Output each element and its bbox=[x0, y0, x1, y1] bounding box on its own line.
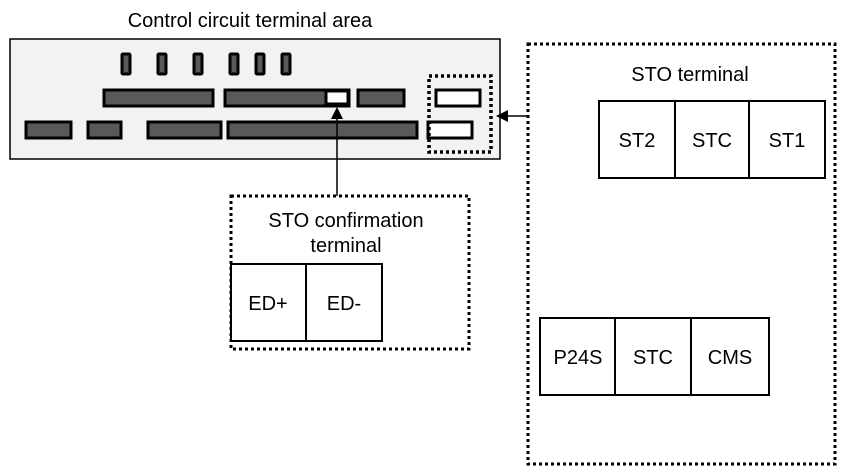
sto-terminal-group: STO terminal ST2 STC ST1 P24S STC CMS bbox=[526, 42, 837, 466]
terminal-strip bbox=[86, 120, 123, 140]
sto-confirmation-block: ED+ ED- bbox=[230, 263, 383, 342]
terminal-strip bbox=[356, 88, 406, 108]
sto-terminal-block-lower: P24S STC CMS bbox=[539, 317, 770, 396]
sto-confirmation-title-line1: STO confirmation bbox=[268, 210, 423, 232]
pin-2 bbox=[156, 52, 168, 76]
sto-terminal-arrow bbox=[496, 110, 528, 122]
terminal-row-middle bbox=[102, 88, 406, 108]
terminal-label-st1: ST1 bbox=[769, 130, 806, 152]
terminal-label-ed-minus: ED- bbox=[327, 293, 361, 315]
sto-connector-lower bbox=[426, 120, 474, 140]
terminal-strip bbox=[226, 120, 419, 140]
sto-confirmation-connector bbox=[324, 89, 350, 106]
sto-terminal-outline bbox=[526, 42, 837, 466]
sto-confirmation-arrow bbox=[331, 107, 343, 196]
pin-5 bbox=[254, 52, 266, 76]
terminal-label-stc: STC bbox=[692, 130, 732, 152]
pin-6 bbox=[280, 52, 292, 76]
terminal-label-stc: STC bbox=[633, 347, 673, 369]
terminal-label-ed-plus: ED+ bbox=[248, 293, 287, 315]
sto-connector-highlight bbox=[427, 74, 493, 154]
pin-row bbox=[120, 52, 292, 76]
pin-4 bbox=[228, 52, 240, 76]
control-area-title: Control circuit terminal area bbox=[128, 10, 373, 32]
sto-terminal-block-upper: ST2 STC ST1 bbox=[598, 100, 826, 179]
terminal-label-cms: CMS bbox=[708, 347, 752, 369]
terminal-row-bottom bbox=[24, 120, 419, 140]
sto-confirmation-group: STO confirmation terminal ED+ ED- bbox=[229, 194, 471, 351]
pin-1 bbox=[120, 52, 132, 76]
pin-3 bbox=[192, 52, 204, 76]
terminal-strip bbox=[24, 120, 73, 140]
terminal-label-p24s: P24S bbox=[554, 347, 603, 369]
sto-confirmation-title-line2: terminal bbox=[310, 235, 381, 257]
terminal-label-st2: ST2 bbox=[619, 130, 656, 152]
terminal-strip bbox=[102, 88, 215, 108]
terminal-strip bbox=[146, 120, 223, 140]
sto-confirmation-outline bbox=[229, 194, 471, 351]
control-circuit-panel bbox=[9, 38, 501, 160]
sto-terminal-title: STO terminal bbox=[631, 64, 748, 86]
sto-connector-upper bbox=[434, 88, 482, 108]
